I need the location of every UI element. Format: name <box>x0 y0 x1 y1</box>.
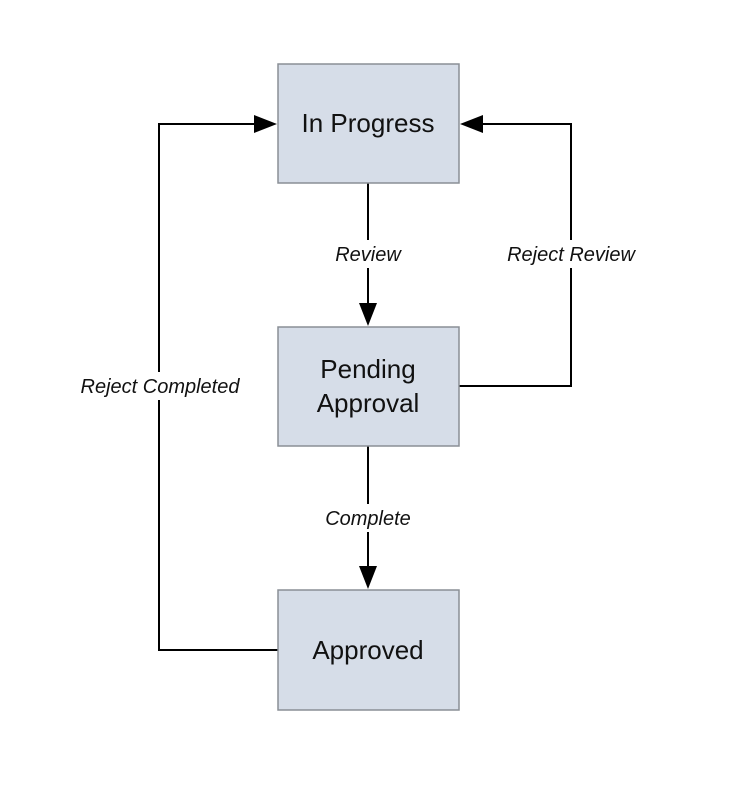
arrow-head-reject-completed <box>254 115 277 133</box>
state-pending-approval: Pending Approval <box>277 326 460 447</box>
state-label-pending-approval-line2: Approval <box>317 388 420 418</box>
arrow-head-complete <box>359 566 377 589</box>
state-label-in-progress: In Progress <box>302 108 435 138</box>
state-in-progress: In Progress <box>277 63 460 184</box>
edge-label-complete: Complete <box>325 508 411 530</box>
edge-label-reject-completed: Reject Completed <box>81 376 241 398</box>
state-box-in-progress <box>277 63 460 184</box>
edge-label-review: Review <box>335 244 402 266</box>
state-label-approved: Approved <box>312 635 423 665</box>
state-box-pending-approval <box>277 326 460 447</box>
arrow-head-review <box>359 303 377 326</box>
state-box-approved <box>277 589 460 711</box>
state-label-pending-approval-line1: Pending <box>320 354 415 384</box>
state-approved: Approved <box>277 589 460 711</box>
arrow-head-reject-review <box>460 115 483 133</box>
edge-label-reject-review: Reject Review <box>507 244 636 266</box>
